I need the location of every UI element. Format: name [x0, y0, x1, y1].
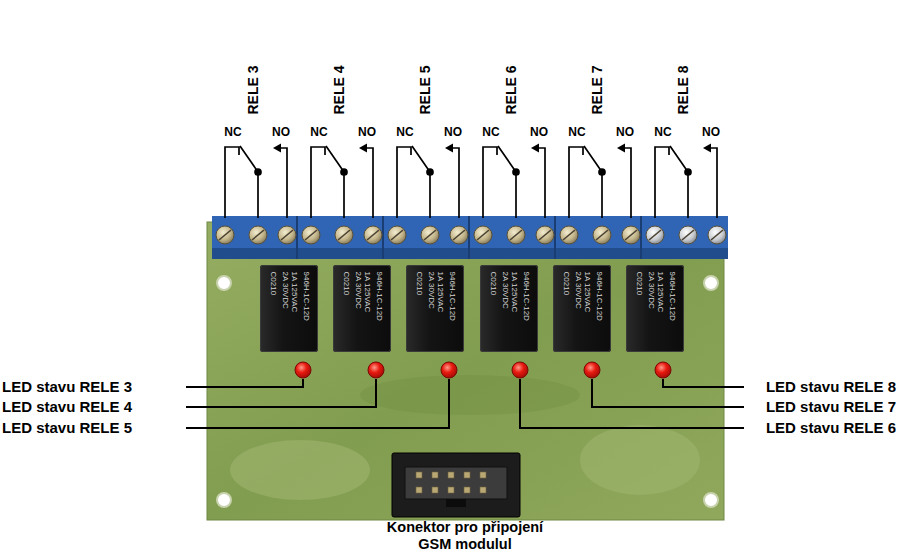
relay-label: RELE 7	[589, 65, 605, 114]
contact-label: NO	[444, 126, 462, 140]
relay: 946H-1C-12D1A 125VAC 2A 30VDCC0210	[480, 265, 538, 352]
led-label: LED stavu RELE 6	[766, 419, 896, 437]
relay-text: 1A 125VAC 2A 30VDC	[500, 271, 518, 319]
led-label: LED stavu RELE 8	[766, 378, 896, 396]
relay-contact-symbol	[655, 144, 717, 219]
contact-symbols	[225, 144, 717, 219]
relay-text: 1A 125VAC 2A 30VDC	[646, 271, 664, 319]
contact-label: NO	[616, 126, 634, 140]
mounting-hole	[217, 276, 231, 290]
pcb	[207, 222, 724, 520]
relay: 946H-1C-12D1A 125VAC 2A 30VDCC0210	[553, 265, 611, 352]
relay-text: 946H-1C-12D	[667, 271, 676, 320]
status-leds	[295, 362, 671, 378]
relay: 946H-1C-12D1A 125VAC 2A 30VDCC0210	[406, 265, 464, 352]
relay-text: 1A 125VAC 2A 30VDC	[426, 271, 444, 319]
relay-text: 946H-1C-12D	[447, 271, 456, 320]
led-label: LED stavu RELE 5	[2, 419, 132, 437]
relay-text: 946H-1C-12D	[374, 271, 383, 320]
leader-lines	[186, 379, 744, 428]
gsm-connector	[392, 453, 520, 517]
relay: 946H-1C-12D1A 125VAC 2A 30VDCC0210	[260, 265, 318, 352]
mounting-hole	[704, 276, 718, 290]
relay-text: C0210	[634, 271, 643, 295]
led-label: LED stavu RELE 3	[2, 378, 132, 396]
relay-text: 946H-1C-12D	[594, 271, 603, 320]
relay-contact-symbol	[569, 144, 631, 219]
led-label: LED stavu RELE 7	[766, 398, 896, 416]
relay: 946H-1C-12D1A 125VAC 2A 30VDCC0210	[626, 265, 684, 352]
contact-label: NC	[310, 126, 327, 140]
contact-label: NC	[568, 126, 585, 140]
relay-marking: 946H-1C-12D1A 125VAC 2A 30VDCC0210	[262, 267, 316, 350]
relay-marking: 946H-1C-12D1A 125VAC 2A 30VDCC0210	[555, 267, 609, 350]
terminal-screws	[216, 226, 726, 244]
relay-label: RELE 5	[417, 65, 433, 114]
relay-label: RELE 3	[245, 65, 261, 114]
relay-marking: 946H-1C-12D1A 125VAC 2A 30VDCC0210	[408, 267, 462, 350]
connector-label: Konektor pro připojení GSM modulul	[375, 519, 555, 553]
pcb-patch	[360, 375, 580, 415]
relay-contact-symbol	[311, 144, 373, 219]
relay-text: 1A 125VAC 2A 30VDC	[280, 271, 298, 319]
contact-label: NC	[396, 126, 413, 140]
contact-label: NC	[654, 126, 671, 140]
contact-label: NO	[358, 126, 376, 140]
relay-text: C0210	[414, 271, 423, 295]
contact-label: NC	[224, 126, 241, 140]
relay-text: C0210	[341, 271, 350, 295]
pcb-patch	[580, 425, 700, 495]
relay-contact-symbol	[397, 144, 459, 219]
contact-label: NO	[702, 126, 720, 140]
led-label: LED stavu RELE 4	[2, 398, 132, 416]
relay-label: RELE 8	[675, 65, 691, 114]
relay: 946H-1C-12D1A 125VAC 2A 30VDCC0210	[333, 265, 391, 352]
contact-label: NO	[530, 126, 548, 140]
contact-label: NO	[272, 126, 290, 140]
terminal-separators	[297, 216, 641, 259]
relay-text: C0210	[268, 271, 277, 295]
relay-marking: 946H-1C-12D1A 125VAC 2A 30VDCC0210	[628, 267, 682, 350]
relay-marking: 946H-1C-12D1A 125VAC 2A 30VDCC0210	[482, 267, 536, 350]
relay-text: C0210	[488, 271, 497, 295]
mounting-hole	[217, 493, 231, 507]
relay-text: 946H-1C-12D	[521, 271, 530, 320]
relay-marking: 946H-1C-12D1A 125VAC 2A 30VDCC0210	[335, 267, 389, 350]
pcb-patch	[230, 440, 370, 500]
pcb-board	[207, 222, 724, 520]
relay-text: 1A 125VAC 2A 30VDC	[353, 271, 371, 319]
terminal-block	[212, 216, 728, 259]
relay-contact-symbol	[225, 144, 287, 219]
screw-slots	[219, 230, 723, 240]
contact-label: NC	[482, 126, 499, 140]
relay-text: 946H-1C-12D	[301, 271, 310, 320]
relay-text: C0210	[561, 271, 570, 295]
relay-label: RELE 6	[503, 65, 519, 114]
mounting-hole	[704, 493, 718, 507]
relay-text: 1A 125VAC 2A 30VDC	[573, 271, 591, 319]
relay-label: RELE 4	[331, 65, 347, 114]
relay-contact-symbol	[483, 144, 545, 219]
